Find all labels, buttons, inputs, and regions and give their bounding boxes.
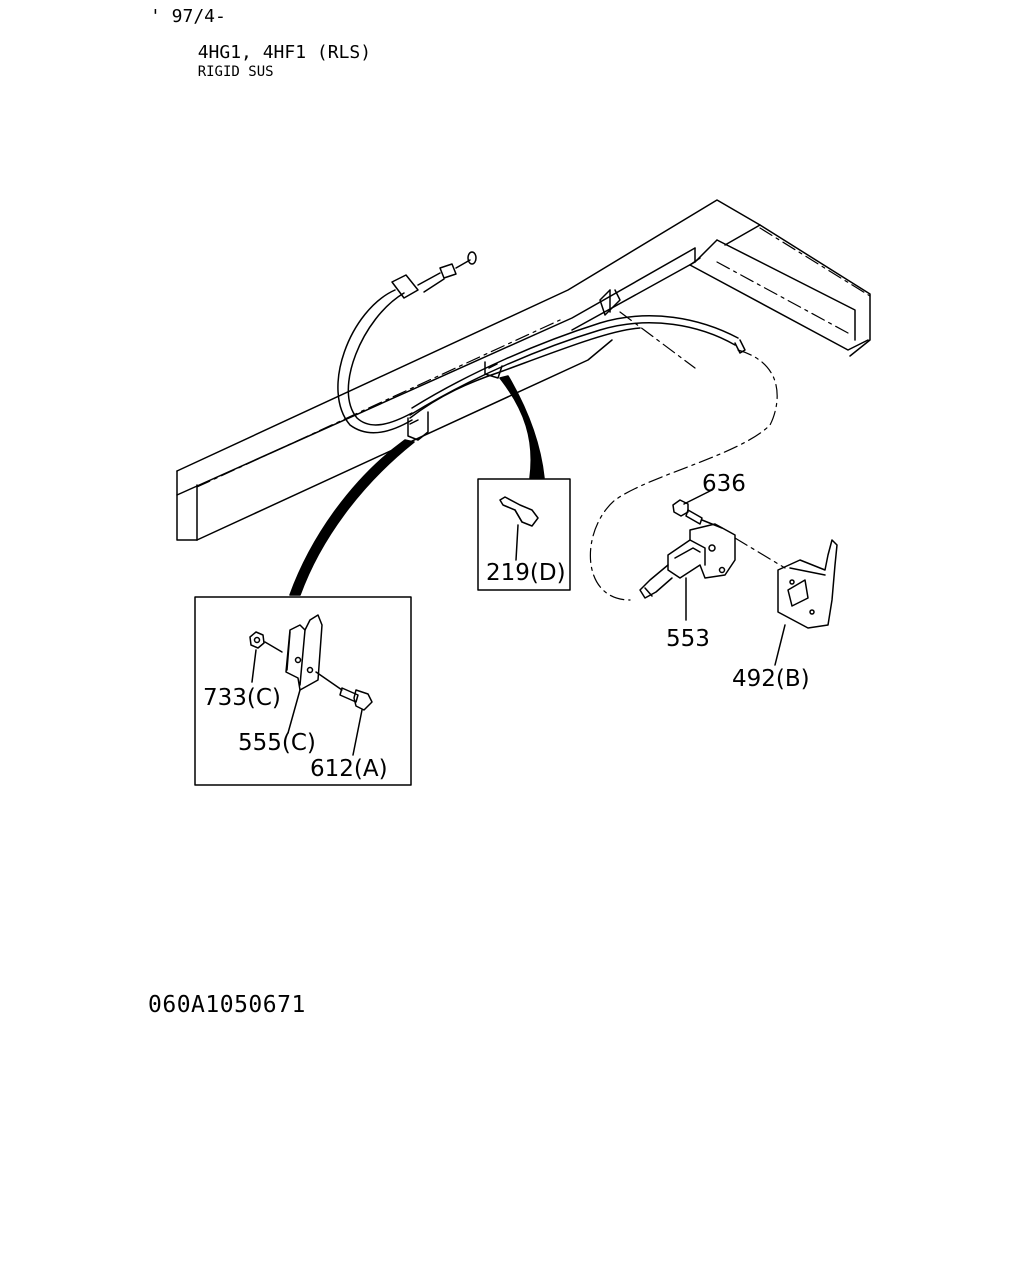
brake-cable xyxy=(337,251,746,434)
header-model: 4HG1, 4HF1 (RLS) RIGID SUS xyxy=(176,26,371,81)
detail-pointer-a xyxy=(289,439,415,596)
nut-733-c xyxy=(249,631,283,683)
callout-612-a: 612(A) xyxy=(310,756,388,782)
detail-box-d xyxy=(477,478,571,591)
clip-219-d xyxy=(499,496,539,561)
diagram-code: 060A1050671 xyxy=(148,992,306,1018)
callout-636: 636 xyxy=(702,471,746,497)
callout-553: 553 xyxy=(666,626,710,652)
callout-555-c: 555(C) xyxy=(238,730,316,756)
cable-clips xyxy=(407,361,503,441)
detail-box-ac xyxy=(194,596,412,786)
plate-492-b xyxy=(774,539,838,666)
callout-733-c: 733(C) xyxy=(203,685,281,711)
callout-219-d: 219(D) xyxy=(486,560,566,586)
bolt-612-a xyxy=(315,671,373,756)
hidden-lines xyxy=(196,227,871,601)
header-date: ' 97/4- xyxy=(150,6,226,27)
callout-492-b: 492(B) xyxy=(732,666,810,692)
header-engine: 4HG1, 4HF1 (RLS) xyxy=(197,42,372,63)
frame-rail xyxy=(176,199,871,541)
header-suspension: RIGID SUS xyxy=(197,64,274,80)
bracket-555-c xyxy=(285,614,323,734)
detail-pointer-b xyxy=(499,375,545,479)
cable-end-553 xyxy=(639,523,736,621)
